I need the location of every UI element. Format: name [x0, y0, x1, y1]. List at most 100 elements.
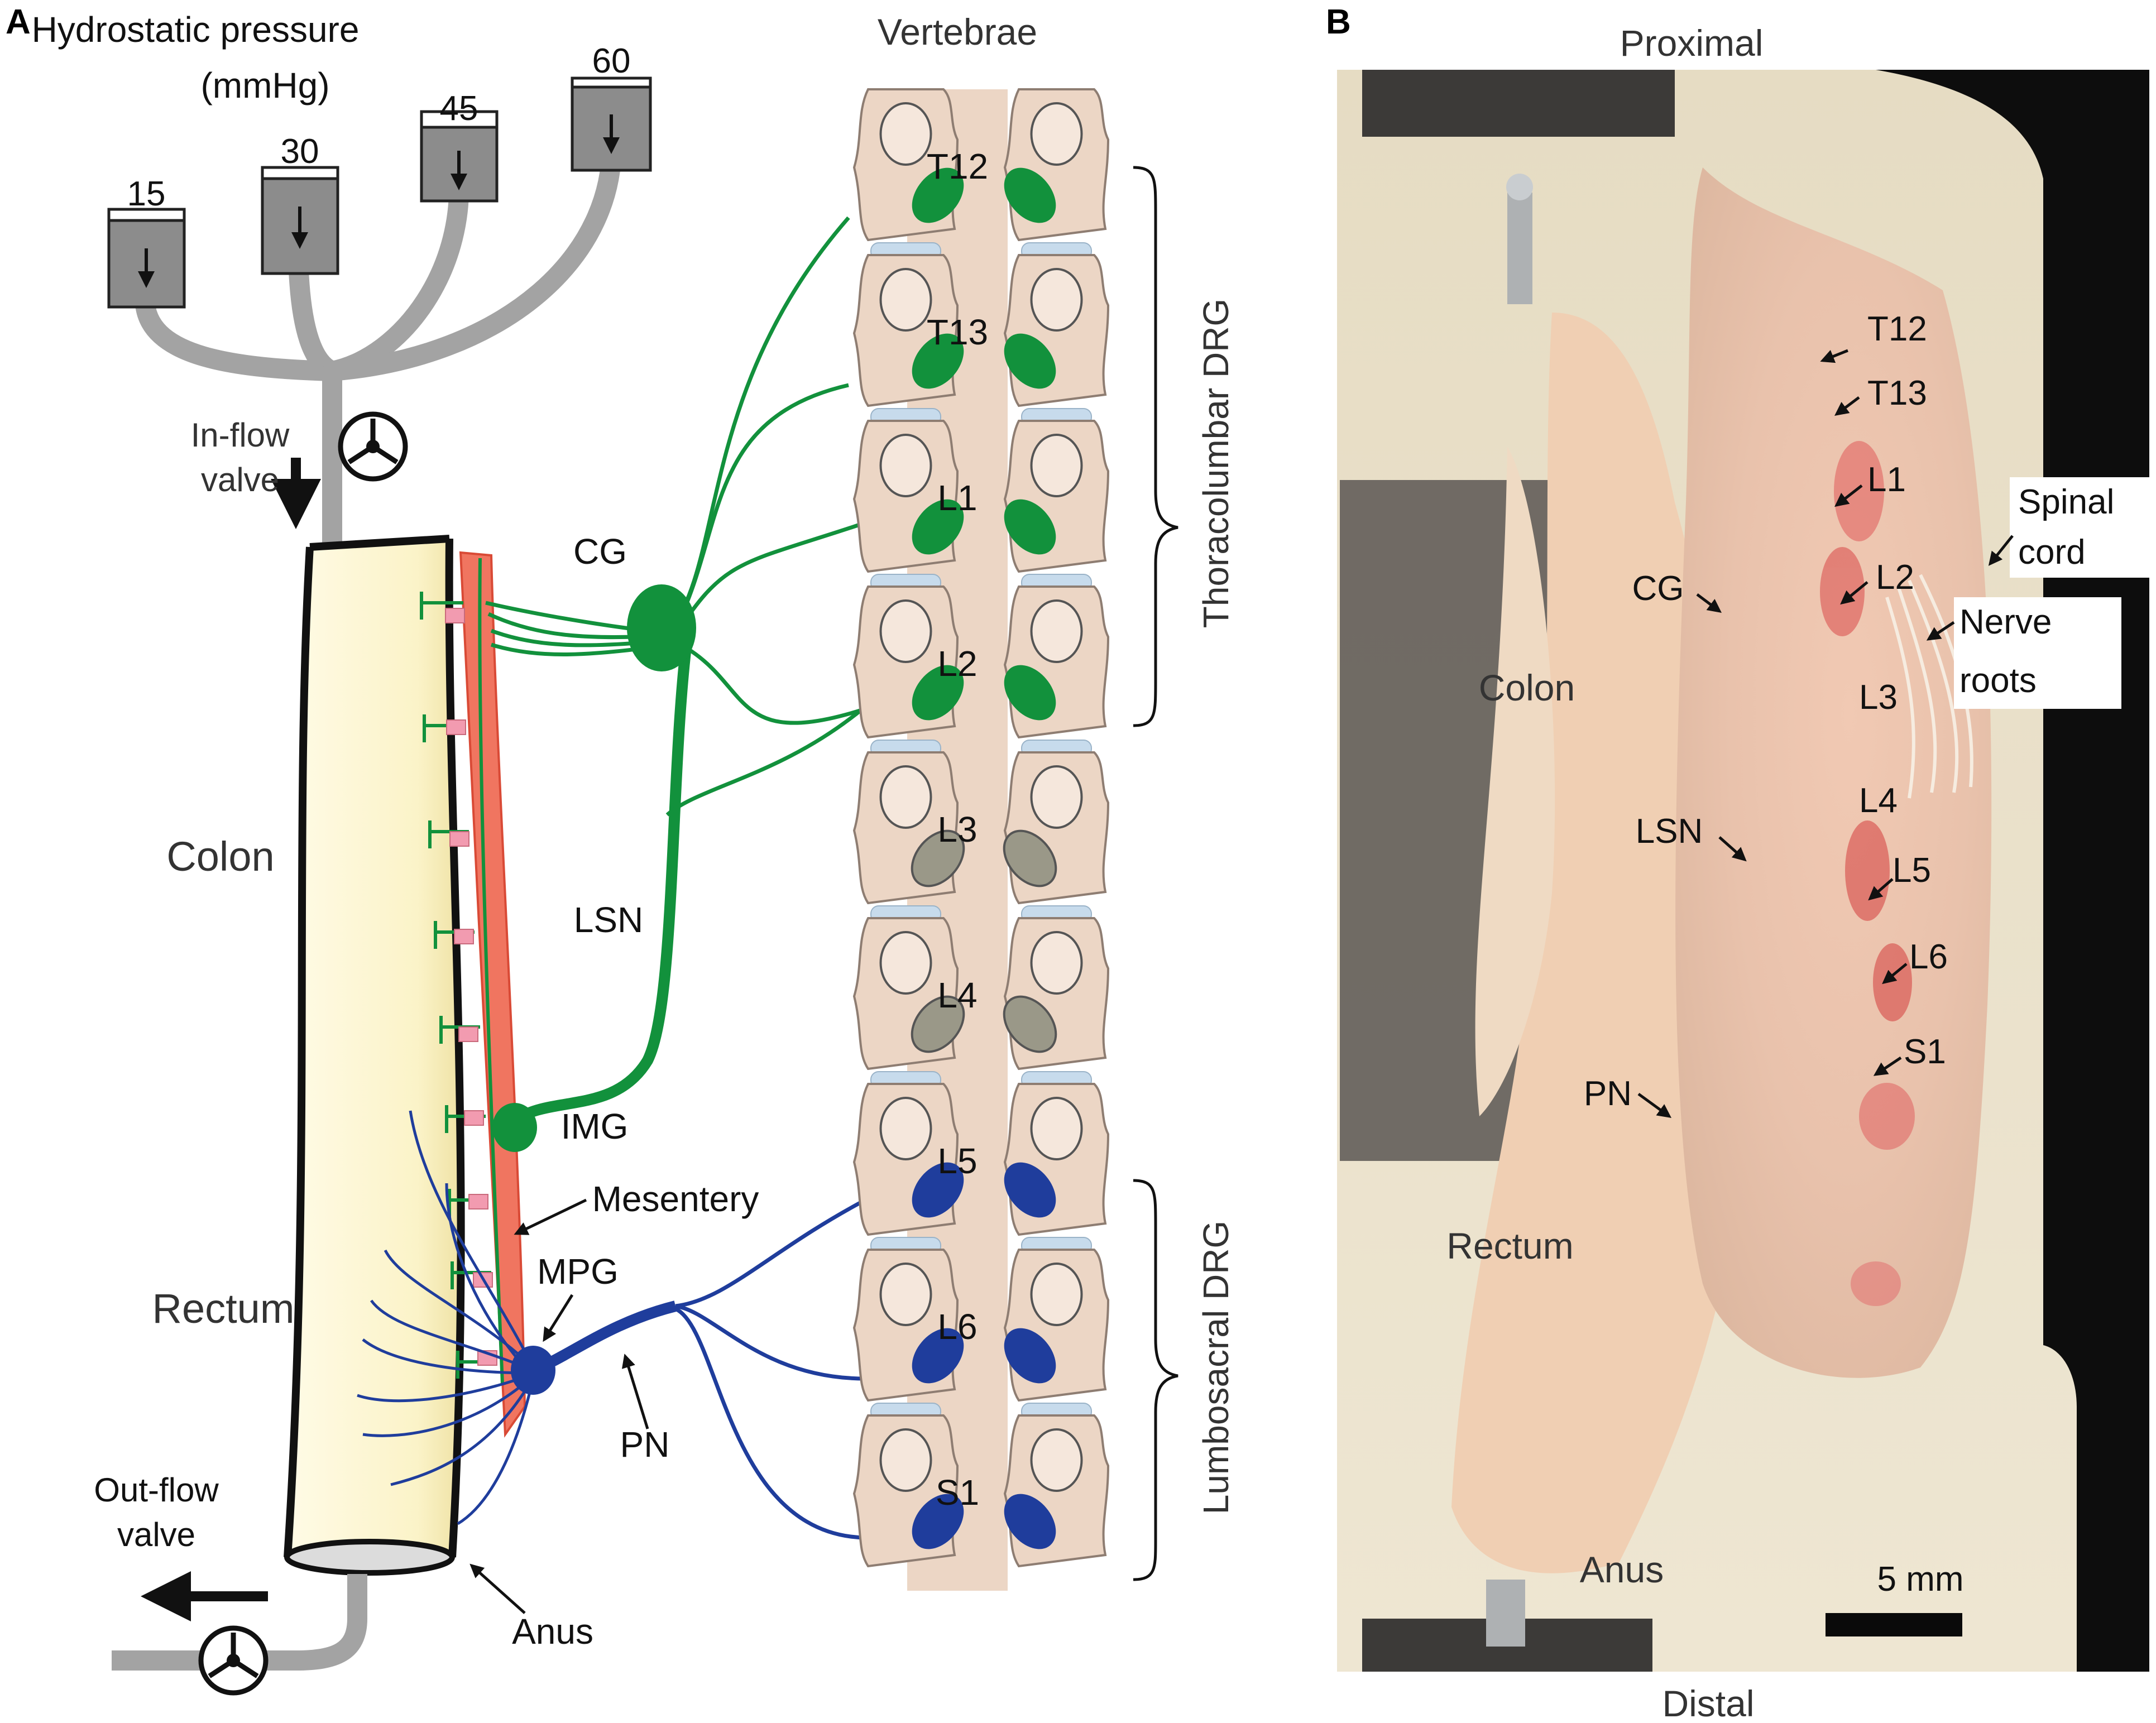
drg-icon — [912, 499, 964, 555]
lsn-photo-label: LSN — [1636, 812, 1703, 851]
drg-icon — [912, 167, 964, 223]
anus-photo-label: Anus — [1580, 1549, 1664, 1590]
thoracolumbar-label: Thoracolumbar DRG — [1196, 299, 1236, 628]
vertebra-foramen — [1030, 434, 1083, 497]
level-label: L3 — [1859, 678, 1898, 717]
arrow-icon — [469, 1563, 526, 1614]
vertebrae-title: Vertebrae — [878, 11, 1037, 52]
panel-b-letter: B — [1326, 3, 1351, 41]
vertebra-l5: L5 — [852, 1083, 1110, 1255]
lumbosacral-label: Lumbosacral DRG — [1196, 1221, 1236, 1514]
level-label: S1 — [1904, 1033, 1946, 1071]
drg-icon — [1003, 995, 1057, 1053]
arrow-icon — [1834, 396, 1860, 416]
drg-icon — [911, 829, 965, 887]
drg-icon — [912, 1494, 964, 1549]
vertebra-t12: T12 — [852, 88, 1110, 260]
outflow-valve-icon — [198, 1625, 269, 1696]
arrow-icon — [1834, 484, 1863, 507]
reservoir-15: 15 — [107, 175, 186, 309]
level-label: T13 — [1867, 374, 1927, 412]
drg-icon — [1003, 829, 1057, 887]
level-label: L4 — [1859, 781, 1898, 820]
lsn-label: LSN — [574, 900, 644, 940]
arrow-icon — [1873, 1056, 1902, 1076]
arrow-icon — [1926, 621, 1955, 641]
mpg-label: MPG — [537, 1251, 619, 1292]
level-label: T12 — [1867, 310, 1927, 348]
rectum-label: Rectum — [152, 1285, 295, 1332]
drg-icon — [1004, 1162, 1056, 1218]
outflow-tubing — [112, 1574, 367, 1671]
pn-label: PN — [620, 1424, 670, 1465]
drg-icon — [1004, 167, 1056, 223]
drg-icon — [1004, 1494, 1056, 1549]
arrow-icon — [1637, 1092, 1672, 1118]
arrow-icon — [1718, 836, 1747, 862]
vertebra-label: S1 — [936, 1472, 979, 1513]
reservoir-label: 30 — [281, 132, 319, 171]
spinal-cord-label-2: cord — [2018, 533, 2086, 572]
vertebra-foramen — [879, 931, 932, 995]
lsn-nerve — [510, 641, 692, 1126]
vertebra-foramen — [1030, 268, 1083, 332]
drg-icon — [912, 1328, 964, 1384]
drg-icon — [912, 1162, 964, 1218]
mpg-ganglion — [511, 1346, 555, 1395]
vertebra-label: T13 — [927, 312, 988, 352]
drg-icon — [1004, 665, 1056, 721]
vertebra-foramen — [879, 102, 932, 166]
mesentery — [459, 551, 526, 1438]
vertebra-l1: L1 — [852, 420, 1110, 592]
reservoir-label: 60 — [592, 42, 631, 80]
mesentery-vessel-stubs — [445, 608, 497, 1366]
vertebra-foramen — [879, 268, 932, 332]
colon-photo-label: Colon — [1479, 667, 1575, 708]
outflow-valve-label-1: Out-flow — [94, 1471, 219, 1509]
vertebra-foramen — [1030, 1097, 1083, 1160]
drg-icon — [1004, 499, 1056, 555]
arrow-icon — [1696, 593, 1722, 613]
level-label: L2 — [1876, 558, 1914, 597]
thoracolumbar-nerves — [485, 216, 866, 725]
vertebra-s1: S1 — [852, 1414, 1110, 1568]
img-ganglion — [492, 1103, 537, 1152]
vertebra-label: L5 — [937, 1141, 977, 1181]
vertebra-foramen — [879, 1428, 932, 1492]
pelvic-nerve — [531, 1198, 866, 1540]
inflow-tubing — [135, 124, 622, 560]
vertebra-label: L3 — [937, 809, 977, 849]
drg-icon — [1004, 333, 1056, 389]
spinal-cord-label-1: Spinal — [2018, 483, 2114, 521]
level-label: L6 — [1909, 938, 1948, 976]
level-label: L5 — [1893, 851, 1931, 890]
arrow-icon — [1840, 581, 1868, 605]
drg-icon — [911, 995, 965, 1053]
vertebra-label: L1 — [937, 478, 977, 518]
vertebra-foramen — [879, 434, 932, 497]
reservoir-45: 45 — [420, 89, 499, 203]
colon-label: Colon — [166, 833, 274, 880]
vertebra-foramen — [1030, 1428, 1083, 1492]
reservoir-30: 30 — [261, 132, 339, 275]
img-label: IMG — [561, 1106, 629, 1146]
pressure-title: Hydrostatic pressure — [32, 9, 360, 50]
arrow-icon — [543, 1294, 574, 1342]
vertebra-foramen — [1030, 102, 1083, 166]
nerve-roots-label-bg — [1954, 597, 2121, 709]
arrow-icon — [514, 1198, 587, 1235]
panel-a: A Hydrostatic pressure (mmHg) 15 30 — [6, 3, 1236, 1696]
panel-a-letter: A — [6, 3, 31, 41]
vertebra-foramen — [1030, 931, 1083, 995]
arrow-icon — [621, 1354, 649, 1429]
vertebra-foramen — [879, 1097, 932, 1160]
pn-photo-label: PN — [1584, 1074, 1632, 1113]
distal-label: Distal — [1662, 1683, 1754, 1723]
reservoir-label: 45 — [440, 89, 478, 128]
anus-opening — [284, 1539, 455, 1576]
outflow-valve-label-2: valve — [117, 1516, 195, 1553]
cg-ganglion — [627, 584, 696, 671]
scale-bar — [1826, 1613, 1962, 1636]
